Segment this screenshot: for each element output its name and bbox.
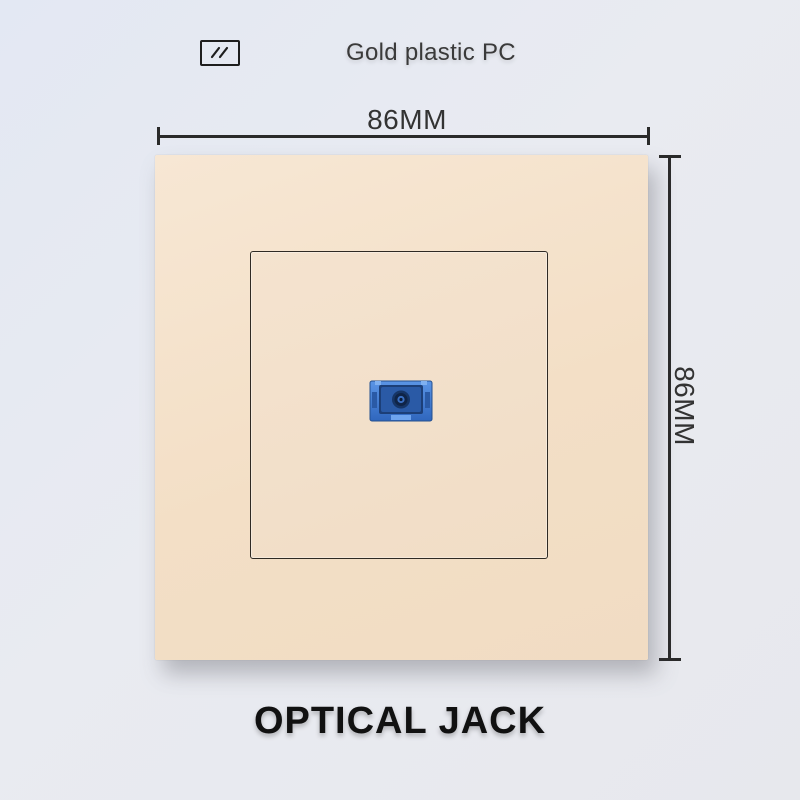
width-dimension-label: 86MM [367, 104, 447, 135]
height-dimension-label: 86MM [669, 366, 700, 446]
width-dimension-line [157, 124, 650, 145]
material-label: Gold plastic PC [346, 39, 516, 66]
material-badge: Gold plastic PC [200, 37, 516, 69]
glossy-panel-icon [200, 40, 240, 66]
inner-panel [250, 251, 548, 559]
sc-fiber-port-icon [369, 380, 433, 422]
wall-plate [155, 155, 648, 660]
height-dimension-line [657, 155, 681, 661]
product-title: OPTICAL JACK [253, 700, 547, 742]
